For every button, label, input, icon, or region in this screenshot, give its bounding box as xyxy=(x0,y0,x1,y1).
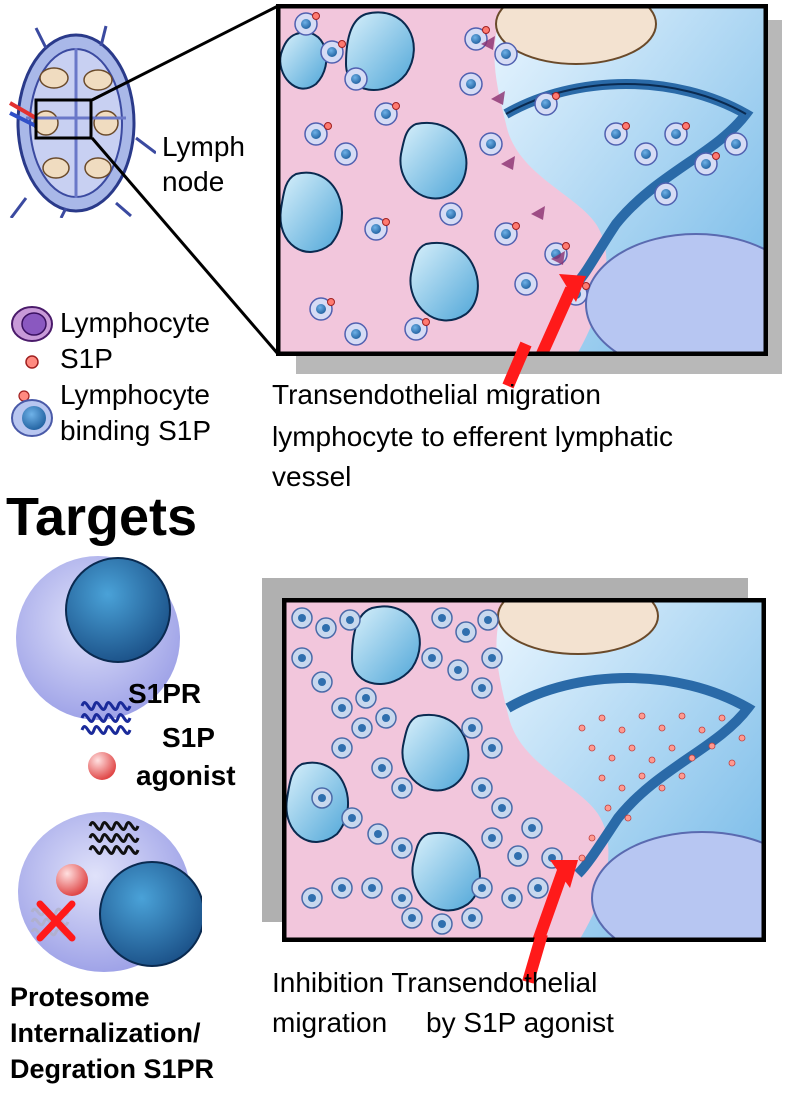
caption-top-line1: Transendothelial migration xyxy=(272,379,601,410)
caption-top-line3: vessel xyxy=(272,461,352,492)
legend-s1p: S1P xyxy=(60,343,113,374)
s1p-icon xyxy=(25,355,39,369)
bottom-inhibition-panel xyxy=(282,598,766,942)
zoom-lines xyxy=(90,4,280,355)
protesome-line1: Protesome xyxy=(10,982,150,1012)
legend-lymphocyte: Lymphocyte xyxy=(60,307,210,338)
targets-heading: Targets xyxy=(6,487,198,547)
migration-arrow xyxy=(534,286,577,356)
lymph-node-illustration xyxy=(9,25,156,218)
lymphocyte-icon xyxy=(11,306,53,342)
lymph-node-label-line2: node xyxy=(162,166,225,197)
caption-top-line2: lymphocyte to efferent lymphatic xyxy=(272,421,674,452)
legend-binding-line1: Lymphocyte xyxy=(60,379,210,410)
protesome-line3: Degration S1PR xyxy=(10,1054,215,1084)
inhibition-arrow xyxy=(531,865,570,942)
internalized-receptor-cell-diagram xyxy=(18,812,202,972)
protesome-line2: Internalization/ xyxy=(10,1018,201,1048)
top-arrow-tail xyxy=(502,341,532,389)
agonist-label-line1: S1P xyxy=(162,722,215,753)
caption-bottom-line2: migration by S1P agonist xyxy=(272,1007,614,1038)
lymphocyte-binding-s1p-icon xyxy=(11,390,53,437)
receptor-label: S1PR xyxy=(128,678,202,709)
caption-bottom-line1: Inhibition Transendothelial xyxy=(272,967,598,998)
agonist-label-line2: agonist xyxy=(136,760,236,791)
s1pr-cell-diagram xyxy=(16,556,180,780)
bottom-arrow-tail xyxy=(522,932,548,984)
lymph-node-label-line1: Lymph xyxy=(162,131,246,162)
legend-binding-line2: binding S1P xyxy=(60,415,212,446)
top-migration-panel xyxy=(276,4,768,356)
